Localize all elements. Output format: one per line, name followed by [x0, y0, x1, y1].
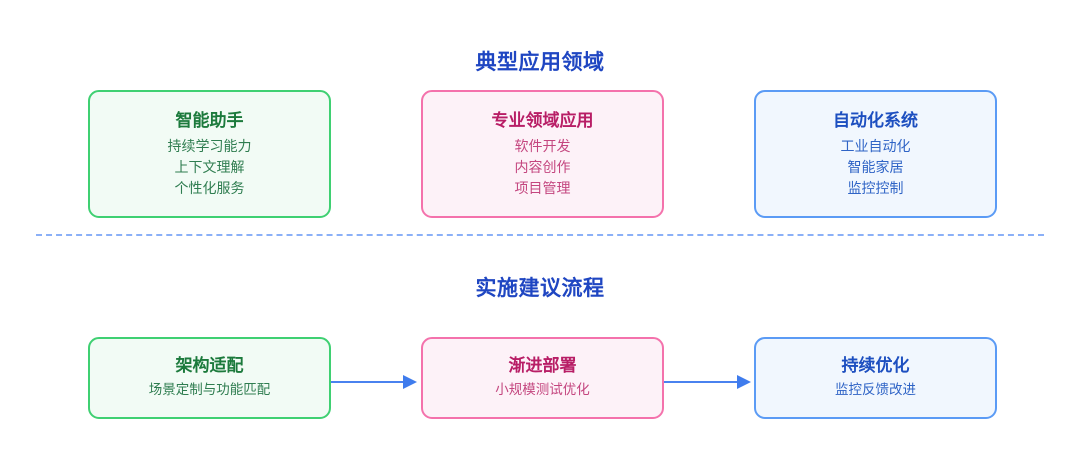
card-title: 渐进部署: [508, 355, 577, 375]
card-item: 内容创作: [514, 159, 571, 176]
arrow-head: [403, 375, 417, 389]
section-title-process: 实施建议流程: [475, 277, 605, 300]
card-item: 工业自动化: [840, 138, 911, 155]
card-item: 小规模测试优化: [495, 382, 590, 398]
card-item: 智能家居: [847, 159, 904, 176]
card-item: 上下文理解: [174, 159, 245, 176]
card-item: 场景定制与功能匹配: [148, 382, 271, 398]
arrow-right-icon-step-2-to-3: [664, 375, 751, 389]
section-divider: [36, 234, 1044, 236]
card-item: 个性化服务: [174, 180, 245, 197]
process-step-continuous-optimization[interactable]: 持续优化 监控反馈改进: [754, 337, 997, 419]
domain-card-smart-assistant[interactable]: 智能助手 持续学习能力 上下文理解 个性化服务: [88, 90, 331, 218]
arrow-shaft: [331, 381, 404, 383]
card-title: 智能助手: [175, 110, 244, 130]
arrow-head: [737, 375, 751, 389]
card-item: 监控反馈改进: [835, 382, 916, 398]
arrow-right-icon-step-1-to-2: [331, 375, 417, 389]
section-title-domains: 典型应用领域: [475, 51, 605, 74]
card-item: 监控控制: [847, 180, 904, 197]
card-title: 持续优化: [841, 355, 910, 375]
process-step-architecture-adaptation[interactable]: 架构适配 场景定制与功能匹配: [88, 337, 331, 419]
process-card-row: 架构适配 场景定制与功能匹配 渐进部署 小规模测试优化 持续优化 监控反馈改进: [88, 337, 997, 419]
process-step-progressive-deployment[interactable]: 渐进部署 小规模测试优化: [421, 337, 664, 419]
domain-card-row: 智能助手 持续学习能力 上下文理解 个性化服务 专业领域应用 软件开发 内容创作…: [88, 90, 997, 218]
arrow-shaft: [664, 381, 738, 383]
card-title: 自动化系统: [833, 110, 918, 130]
card-title: 专业领域应用: [491, 110, 594, 130]
card-item: 持续学习能力: [167, 138, 252, 155]
domain-card-automation-systems[interactable]: 自动化系统 工业自动化 智能家居 监控控制: [754, 90, 997, 218]
domain-card-professional-applications[interactable]: 专业领域应用 软件开发 内容创作 项目管理: [421, 90, 664, 218]
card-item: 软件开发: [514, 138, 571, 155]
card-title: 架构适配: [175, 355, 244, 375]
card-item: 项目管理: [514, 180, 571, 197]
